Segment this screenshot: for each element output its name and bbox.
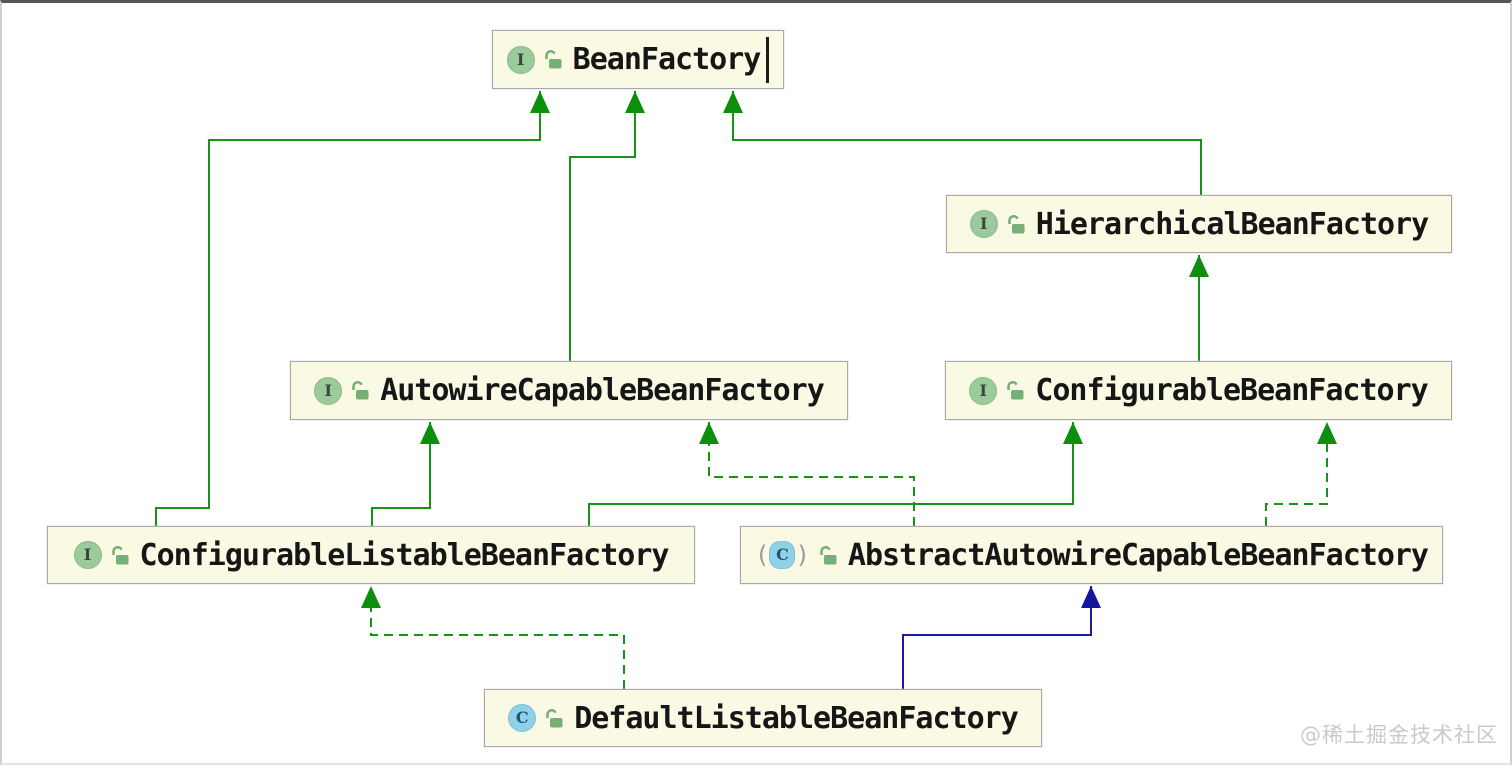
interface-icon: I [969, 210, 998, 238]
unlocked-padlock-icon [1004, 380, 1025, 401]
edge-abstractautowirecapablebeanfactory-implements-configurablebeanfactory [1265, 422, 1337, 526]
text-caret [766, 36, 770, 83]
interface-icon: I [73, 541, 102, 569]
unlocked-padlock-icon [109, 545, 130, 566]
edge-configurablelistablebeanfactory-extends-configurablebeanfactory [588, 422, 1083, 526]
class-node-configurablebeanfactory[interactable]: I ConfigurableBeanFactory [945, 361, 1452, 420]
unlocked-padlock-icon [1005, 214, 1026, 235]
class-node-autowirecapablebeanfactory[interactable]: I AutowireCapableBeanFactory [290, 361, 848, 420]
abstract-class-icon: (C) [755, 541, 810, 569]
class-node-beanfactory[interactable]: I BeanFactory [492, 30, 784, 89]
class-node-configurablelistablebeanfactory[interactable]: I ConfigurableListableBeanFactory [47, 526, 695, 584]
class-name-label: DefaultListableBeanFactory [574, 700, 1019, 736]
class-node-hierarchicalbeanfactory[interactable]: I HierarchicalBeanFactory [946, 195, 1452, 253]
edge-abstractautowirecapablebeanfactory-implements-autowirecapablebeanfactory [699, 422, 915, 526]
unlocked-padlock-icon [542, 49, 563, 70]
class-name-label: ConfigurableBeanFactory [1035, 373, 1428, 408]
unlocked-padlock-icon [543, 708, 564, 729]
interface-icon: I [314, 376, 343, 405]
edge-autowirecapablebeanfactory-extends-beanfactory [569, 91, 645, 361]
interface-icon: I [506, 45, 535, 74]
class-name-label: AbstractAutowireCapableBeanFactory [847, 537, 1429, 573]
class-name-label: HierarchicalBeanFactory [1035, 206, 1429, 242]
edge-configurablelistablebeanfactory-extends-beanfactory [155, 91, 550, 526]
edge-defaultlistablebeanfactory-extends-abstractautowirecapablebeanfactory [902, 586, 1101, 689]
class-node-defaultlistablebeanfactory[interactable]: C DefaultListableBeanFactory [484, 689, 1042, 747]
unlocked-padlock-icon [349, 380, 370, 401]
class-node-abstractautowirecapablebeanfactory[interactable]: (C) AbstractAutowireCapableBeanFactory [740, 526, 1443, 584]
edge-configurablelistablebeanfactory-extends-autowirecapablebeanfactory [371, 422, 440, 526]
watermark: @稀土掘金技术社区 [1300, 723, 1498, 747]
class-name-label: AutowireCapableBeanFactory [380, 373, 825, 408]
unlocked-padlock-icon [817, 545, 838, 566]
class-name-label: ConfigurableListableBeanFactory [139, 537, 670, 573]
edge-defaultlistablebeanfactory-implements-configurablelistablebeanfactory [361, 586, 625, 689]
class-icon: C [508, 704, 537, 732]
edge-hierarchicalbeanfactory-extends-beanfactory [723, 91, 1202, 195]
class-name-label: BeanFactory [572, 42, 762, 77]
interface-icon: I [969, 376, 998, 405]
